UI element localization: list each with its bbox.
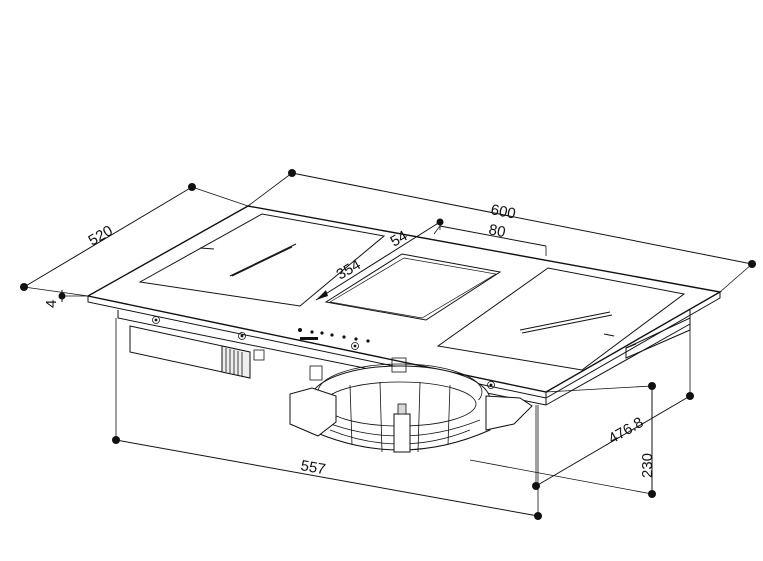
electronics-box [129, 325, 265, 379]
dim-label-520: 520 [86, 222, 116, 249]
dim-label-476-8: 476.8 [606, 414, 647, 447]
dimension-80: 80 [433, 221, 547, 256]
extraction-fan-motor [289, 357, 533, 453]
dim-label-600: 600 [489, 201, 517, 222]
dimension-230: 230 [469, 382, 656, 498]
right-cooking-zone [436, 267, 686, 371]
dimension-4: 4 [43, 290, 88, 308]
dim-label-230: 230 [639, 453, 656, 478]
dimension-600: 600 [247, 169, 756, 293]
dim-label-54: 54 [388, 227, 411, 250]
dim-label-80: 80 [487, 221, 507, 241]
touch-control-strip [298, 328, 370, 343]
dim-label-4: 4 [43, 300, 60, 308]
dim-label-557: 557 [299, 457, 327, 478]
left-cooking-zone [138, 213, 386, 307]
dimension-557: 557 [112, 318, 542, 520]
central-vent-grille [324, 253, 502, 321]
